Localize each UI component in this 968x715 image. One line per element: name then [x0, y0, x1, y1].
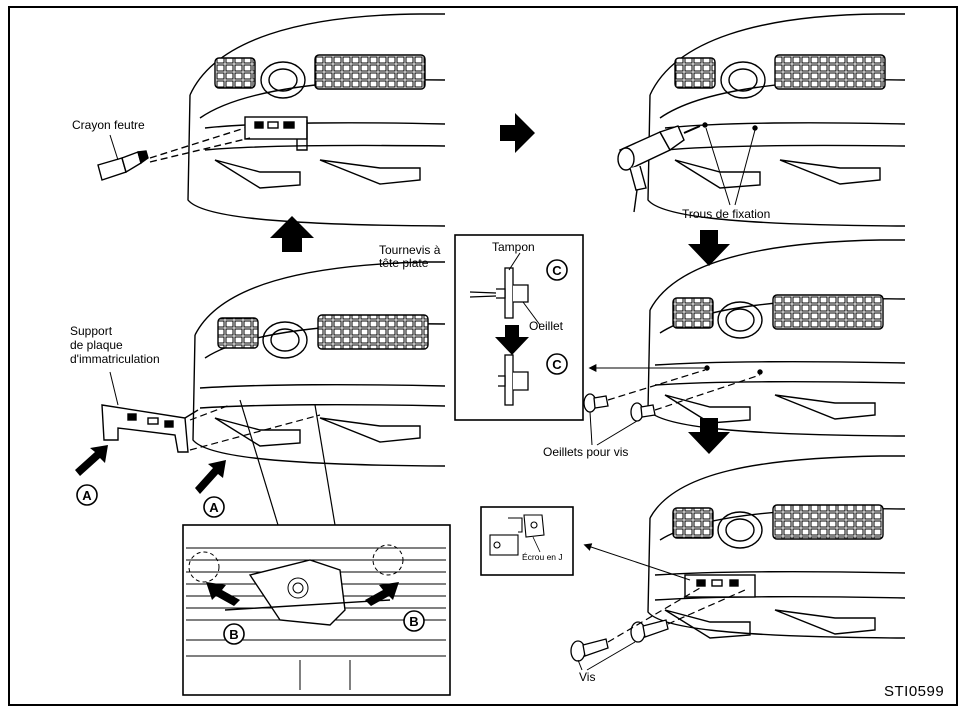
leader-vis-2 — [586, 641, 636, 671]
dash-grommet-1 — [607, 369, 706, 401]
callout-b-right: B — [403, 610, 425, 632]
callout-a-right: A — [203, 496, 225, 518]
callout-a-left: A — [76, 484, 98, 506]
arrow-up-icon — [270, 216, 314, 252]
leader-trou-1 — [705, 127, 731, 206]
car-front-panel-4 — [647, 239, 906, 437]
label-oeillets-pour-vis: Oeillets pour vis — [543, 445, 629, 459]
detail-inset-b — [182, 524, 451, 696]
drill-icon — [617, 125, 701, 213]
car-front-panel-1 — [187, 13, 446, 227]
arrow-b-left-icon — [206, 582, 240, 606]
label-crayon-feutre: Crayon feutre — [72, 118, 145, 132]
leader-crayon — [109, 134, 119, 161]
dash-screw-1 — [607, 587, 701, 643]
arrow-down-icon-2 — [688, 418, 730, 454]
callout-c-top: C — [546, 259, 568, 281]
car-front-panel-3 — [192, 261, 446, 467]
plate-bracket-icon — [101, 404, 199, 453]
dash-line-2 — [189, 414, 321, 451]
callout-c-bottom-text: C — [552, 357, 562, 372]
car-front-panel-2 — [647, 13, 906, 227]
zoom-line-1 — [239, 399, 279, 526]
arrow-a-right-icon — [195, 460, 226, 494]
label-tampon: Tampon — [492, 240, 535, 254]
arrow-down-small-icon — [495, 325, 529, 355]
detail-inset-j-nut — [480, 506, 574, 576]
car-front-panel-5 — [647, 455, 906, 639]
callout-a-right-text: A — [209, 500, 219, 515]
label-vis: Vis — [579, 670, 596, 684]
felt-pen-icon — [97, 127, 251, 181]
arrow-b-right-icon — [365, 582, 399, 606]
arrow-to-j-detail — [583, 543, 691, 581]
callout-b-left: B — [223, 623, 245, 645]
arrow-a-left-icon — [75, 445, 108, 476]
dash-line-1 — [189, 404, 231, 421]
dash-grommet-2 — [654, 374, 761, 411]
label-tournevis: Tournevis à tête plate — [379, 243, 441, 270]
label-oeillet: Oeillet — [529, 319, 564, 333]
callout-c-bottom: C — [546, 353, 568, 375]
callout-c-top-text: C — [552, 263, 562, 278]
zoom-line-2 — [314, 404, 336, 526]
callout-b-right-text: B — [409, 614, 418, 629]
label-trous-fixation: Trous de fixation — [682, 207, 771, 221]
leader-oeillets-2 — [596, 420, 638, 446]
leader-oeillets-1 — [589, 411, 593, 446]
leader-vis-1 — [577, 659, 583, 671]
label-support-plaque: Support de plaque d'immatriculation — [70, 324, 160, 366]
screw-icon — [570, 619, 669, 662]
callout-b-left-text: B — [229, 627, 238, 642]
label-ecrou-en-j: Écrou en J — [522, 552, 563, 562]
leader-support — [109, 371, 119, 406]
screw-grommet-icon — [583, 393, 656, 422]
arrow-right-icon — [500, 113, 535, 153]
figure-code: STI0599 — [884, 683, 945, 700]
leader-trou-2 — [734, 129, 756, 206]
arrow-down-icon-1 — [688, 230, 730, 266]
callout-a-left-text: A — [82, 488, 92, 503]
dash-screw-2 — [667, 589, 746, 625]
